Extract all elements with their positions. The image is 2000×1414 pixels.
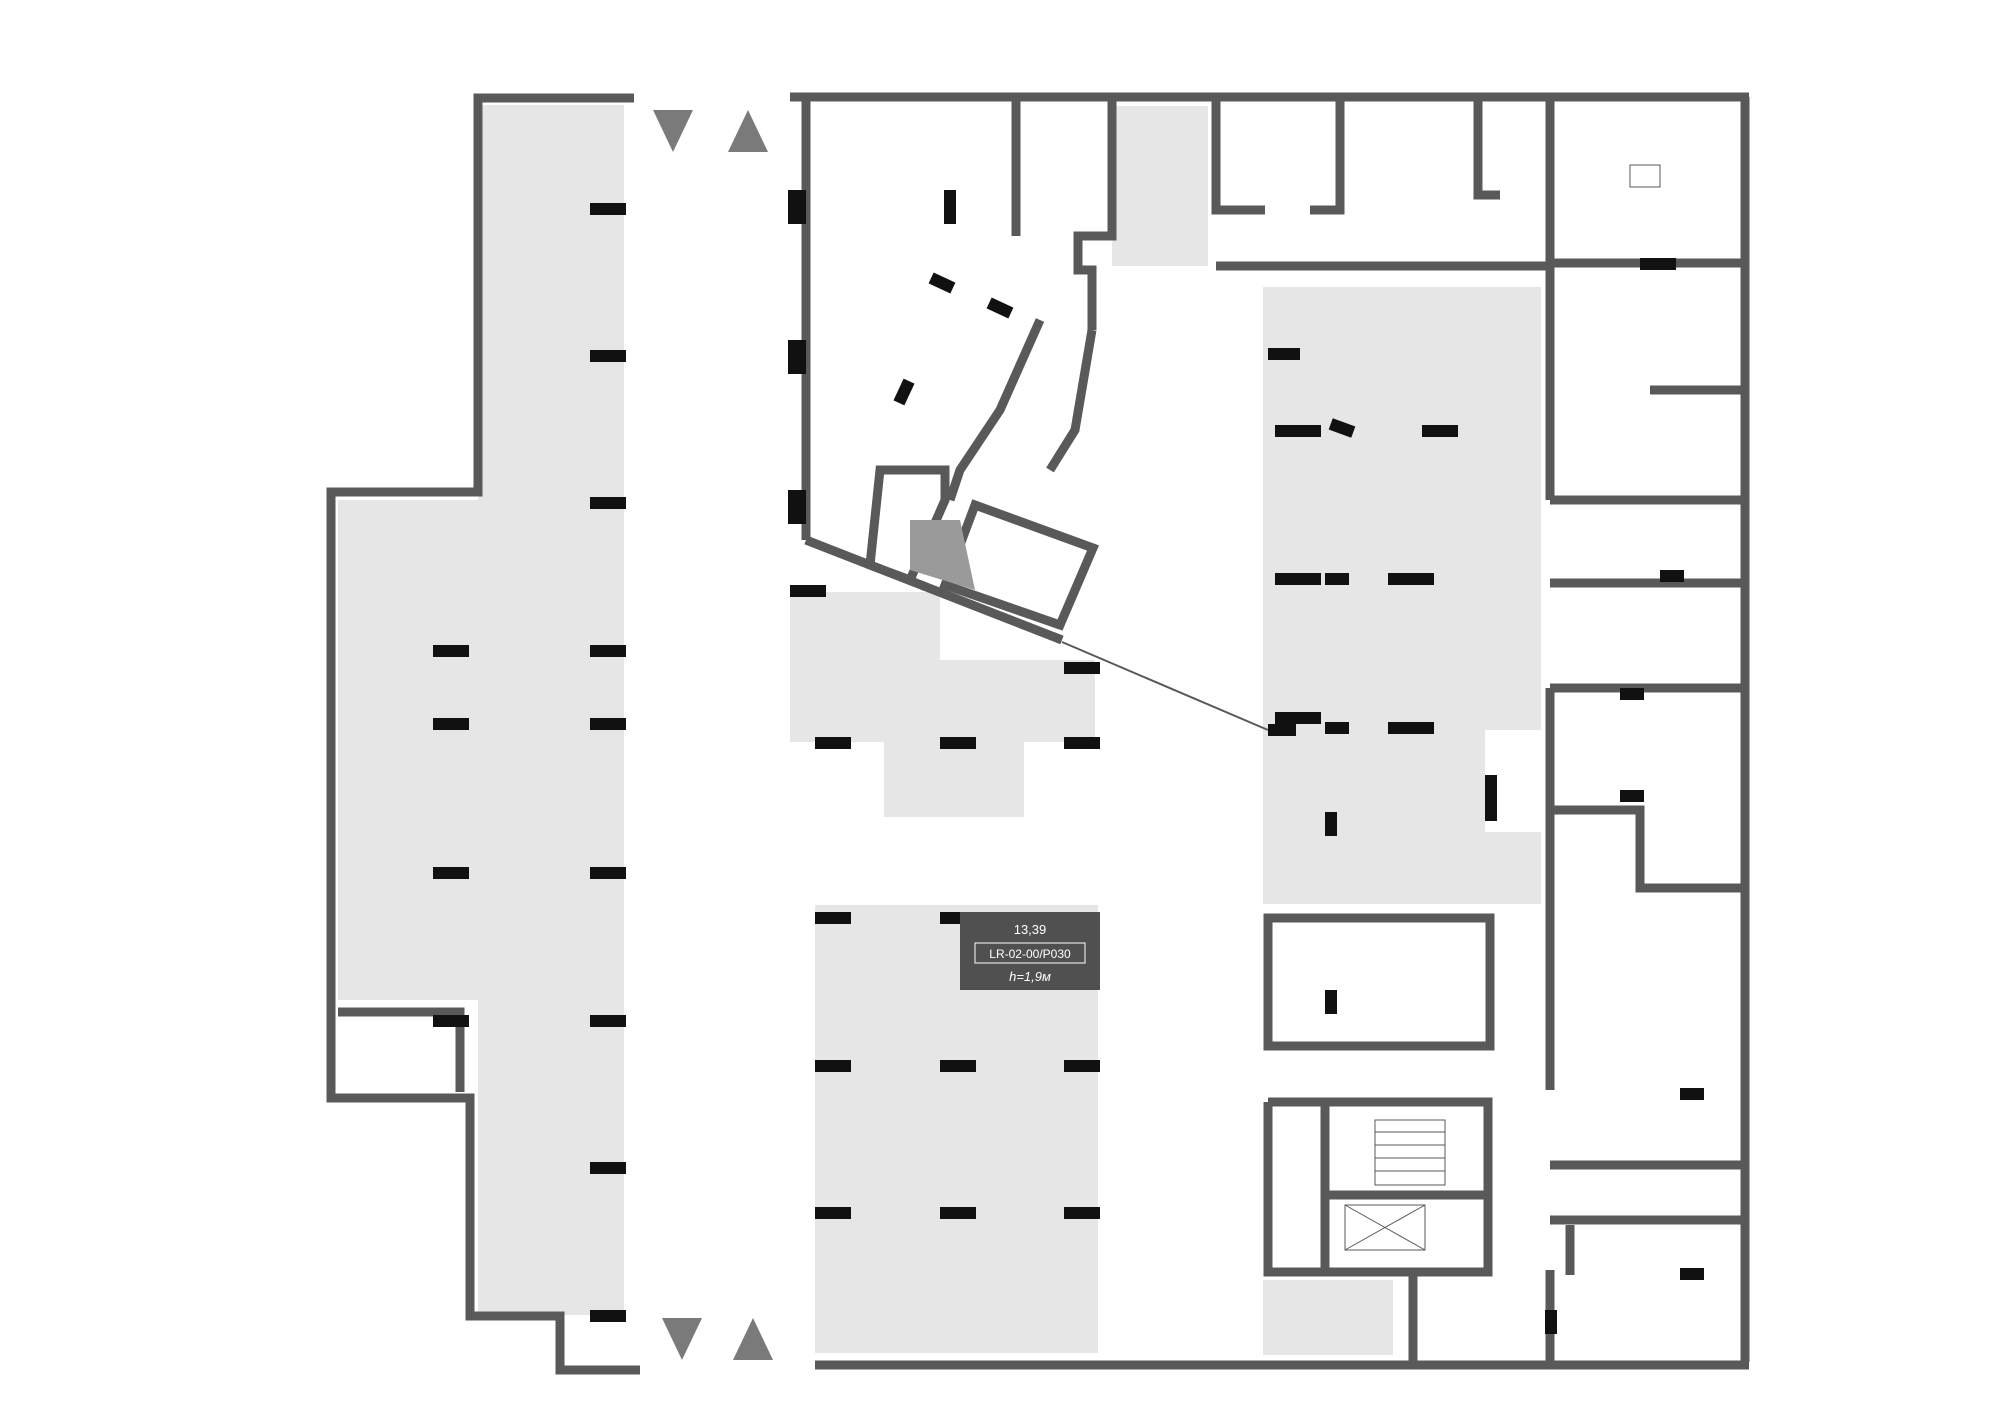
column	[940, 1207, 976, 1219]
column	[1275, 425, 1321, 437]
parking-zones	[338, 105, 1541, 1355]
column	[790, 585, 826, 597]
column	[433, 1015, 469, 1027]
elevator-x2	[1344, 1204, 1426, 1251]
direction-arrows	[653, 110, 773, 1360]
column	[788, 490, 806, 524]
zone-north-gap	[1112, 106, 1208, 266]
wall-west-room	[338, 1007, 465, 1092]
elevator-box	[1344, 1204, 1426, 1251]
stair-core	[1344, 164, 1661, 1251]
arrow-down-icon	[662, 1318, 702, 1360]
column	[1620, 790, 1644, 802]
column	[1422, 425, 1458, 437]
column	[590, 1015, 626, 1027]
column	[433, 718, 469, 730]
column	[433, 867, 469, 879]
column	[590, 1162, 626, 1174]
column	[815, 912, 851, 924]
column	[1620, 688, 1644, 700]
column	[1268, 348, 1300, 360]
wall-nw-room-2	[1046, 329, 1097, 473]
wall-west-outline	[326, 93, 640, 1375]
column	[815, 1060, 851, 1072]
column	[1640, 258, 1676, 270]
wall-nw-inner-b	[1073, 100, 1117, 330]
space-area: 13,39	[1014, 922, 1047, 937]
wall-room-center-east	[1263, 913, 1495, 1051]
column	[433, 645, 469, 657]
column	[1660, 570, 1684, 582]
arrow-down-icon	[653, 110, 693, 152]
column	[1064, 662, 1100, 674]
column	[1388, 722, 1434, 734]
column	[590, 203, 626, 215]
wall-nw-room	[945, 318, 1045, 502]
column	[893, 378, 915, 406]
column	[1325, 990, 1337, 1014]
column	[1485, 775, 1497, 821]
zone-center-a	[790, 592, 940, 742]
zone-south-east	[1263, 1280, 1393, 1355]
stair-nw	[910, 520, 975, 590]
column	[1064, 1207, 1100, 1219]
column	[590, 867, 626, 879]
column	[1064, 737, 1100, 749]
column	[590, 718, 626, 730]
columns	[433, 190, 1704, 1334]
wall-nw-block-diag	[804, 535, 1064, 645]
zone-west-strip	[478, 105, 624, 1315]
column	[815, 1207, 851, 1219]
space-height: h=1,9м	[1009, 969, 1051, 984]
arrow-up-icon	[728, 110, 768, 152]
column	[1275, 712, 1321, 724]
wall-room-stair-west	[1263, 1097, 1330, 1277]
stair-nw-fill	[910, 520, 975, 590]
column	[788, 190, 806, 224]
space-code: LR-02-00/P030	[989, 947, 1071, 961]
space-label[interactable]: 13,39 LR-02-00/P030 h=1,9м	[960, 912, 1100, 990]
column	[1275, 573, 1321, 585]
wall-room-stair-core	[1320, 1097, 1493, 1277]
column	[1325, 812, 1337, 836]
column	[1325, 573, 1349, 585]
column	[940, 1060, 976, 1072]
column	[1545, 1310, 1557, 1334]
zone-east-notch	[1263, 730, 1485, 832]
zone-center-c	[884, 742, 1024, 817]
column	[590, 497, 626, 509]
column	[940, 737, 976, 749]
zone-west-wide	[338, 500, 478, 1000]
column	[944, 190, 956, 224]
column	[1325, 722, 1349, 734]
wall-north-room-a	[1211, 100, 1265, 215]
space-code-frame	[974, 942, 1086, 964]
arrow-up-icon	[733, 1318, 773, 1360]
column	[590, 1310, 626, 1322]
column	[815, 737, 851, 749]
column	[1388, 573, 1434, 585]
column	[590, 645, 626, 657]
stair-ne-box	[1629, 164, 1661, 188]
column	[1680, 1268, 1704, 1280]
wall-east-room-7	[1550, 805, 1745, 893]
stair-core-box	[1374, 1119, 1446, 1186]
column	[1064, 1060, 1100, 1072]
column	[986, 297, 1014, 319]
column	[1328, 418, 1356, 438]
column	[590, 350, 626, 362]
wall-north-room-b	[1310, 100, 1345, 215]
column	[1268, 724, 1296, 736]
column	[928, 272, 956, 294]
partition-line	[1061, 641, 1269, 731]
column	[788, 340, 806, 374]
walls	[326, 92, 1750, 1375]
column	[1680, 1088, 1704, 1100]
wall-north-room-c	[1473, 100, 1500, 200]
space-label-bg	[960, 912, 1100, 990]
